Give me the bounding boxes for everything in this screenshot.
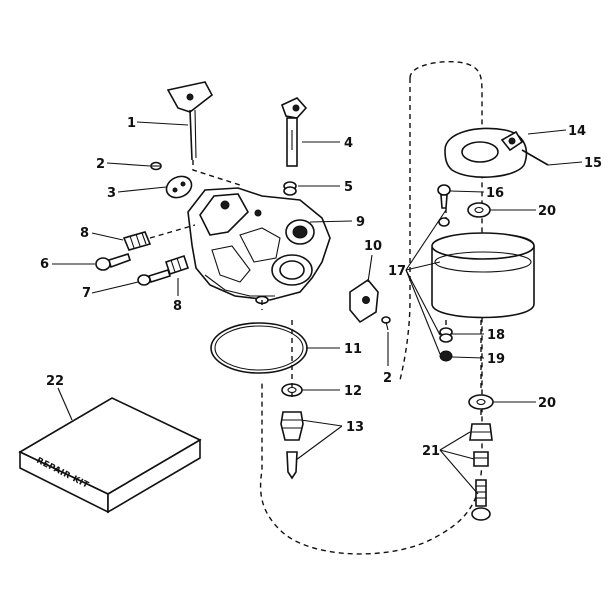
spring-part-8-lower [164,254,190,276]
spring-part-18 [439,327,453,343]
callout-19: 19 [487,352,505,367]
callout-8-lower: 8 [173,299,182,314]
small-screw-part-right [381,316,391,331]
seal-part-19 [439,350,453,362]
callout-2-right: 2 [383,371,392,386]
choke-shaft-part [280,97,308,167]
callout-12: 12 [344,384,362,399]
gasket-part-20-upper [467,202,491,218]
callout-20-lower: 20 [538,396,556,411]
float-pin-part-15 [521,149,549,166]
repair-kit-box-part-22: REPAIR KIT [18,397,202,514]
throttle-plate-part [165,175,193,199]
callout-2: 2 [96,157,105,172]
phantom-inner [399,78,411,381]
callout-8-upper: 8 [80,226,89,241]
callout-15: 15 [584,156,602,171]
callout-20-upper: 20 [538,204,556,219]
leader-dash-1 [192,160,241,186]
phantom-outline [259,61,483,555]
callout-16: 16 [486,186,504,201]
needle-seat-part-13 [280,411,304,480]
callout-5: 5 [344,180,353,195]
callout-9: 9 [356,215,365,230]
small-screw-part [150,161,162,171]
callout-3: 3 [107,186,116,201]
callout-17: 17 [388,264,406,279]
idle-screw-part-7 [137,269,172,286]
callout-7: 7 [82,286,91,301]
leader-lines [52,121,583,495]
spring-part-8-upper [122,231,152,251]
callout-21: 21 [422,444,440,459]
plate-part-10 [349,278,379,324]
bowl-nut-part-21 [469,423,493,521]
callout-14: 14 [568,124,586,139]
throttle-lever-part [166,81,214,161]
float-part-14 [444,127,528,178]
float-bowl-part-17 [431,217,535,319]
callout-labels: 1 2 3 4 5 6 7 8 8 9 10 11 2 12 13 14 15 … [40,116,602,459]
callout-6: 6 [40,257,49,272]
callout-10: 10 [364,239,382,254]
callout-18: 18 [487,328,505,343]
carburetor-body [187,187,331,305]
seal-part-5 [283,181,297,196]
needle-screw-part-6 [95,253,132,271]
callout-11: 11 [344,342,362,357]
callout-4: 4 [344,136,353,151]
callout-22: 22 [46,374,64,389]
inlet-needle-part-16 [437,184,451,209]
callout-13: 13 [346,420,364,435]
leader-dash-8 [149,224,196,239]
callout-1: 1 [127,116,136,131]
washer-part-20-lower [468,394,494,410]
